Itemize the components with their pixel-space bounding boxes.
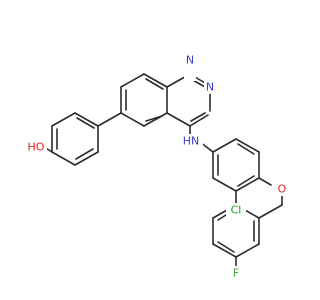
- double-bond: [75, 148, 94, 160]
- ether-oxygen-label: O: [278, 183, 287, 196]
- bond: [120, 112, 145, 127]
- fluorine-label: F: [233, 267, 239, 280]
- quinazoline-benzo-ring: [120, 73, 168, 127]
- atom-labels: HO N N HN Cl O F: [27, 54, 288, 280]
- double-bond: [145, 115, 163, 122]
- bond: [235, 243, 260, 258]
- double-bond: [145, 78, 164, 90]
- bond: [235, 138, 260, 153]
- bond: [120, 73, 145, 88]
- chloroaniline-ring: [212, 138, 260, 192]
- bond: [189, 114, 209, 127]
- bond: [74, 112, 99, 127]
- phenol-ring: [51, 112, 99, 166]
- bond: [212, 138, 237, 153]
- pyrimidine-ring: [166, 73, 211, 127]
- bond: [74, 151, 99, 166]
- bond: [143, 112, 168, 127]
- double-bond: [237, 143, 255, 155]
- ether-bond: [258, 177, 272, 186]
- double-bond: [190, 112, 206, 122]
- biaryl-bond: [97, 112, 122, 127]
- bond: [166, 112, 191, 127]
- bond: [212, 177, 237, 192]
- bond: [235, 177, 260, 192]
- nitrogen-3-label: N: [186, 54, 194, 67]
- bond: [51, 151, 76, 166]
- benzyl-bond: [258, 204, 283, 219]
- bond: [51, 112, 76, 127]
- double-bond: [217, 241, 235, 253]
- chemical-structure-diagram: HO N N HN Cl O F: [27, 54, 288, 280]
- nitrogen-1-label: N: [206, 81, 214, 94]
- bond: [143, 73, 168, 88]
- double-bond: [237, 175, 255, 187]
- double-bond: [76, 117, 95, 129]
- hydroxyl-label: HO: [28, 141, 45, 154]
- bond: [212, 243, 237, 258]
- chlorine-label: Cl: [231, 204, 242, 217]
- amine-label: HN: [183, 135, 200, 148]
